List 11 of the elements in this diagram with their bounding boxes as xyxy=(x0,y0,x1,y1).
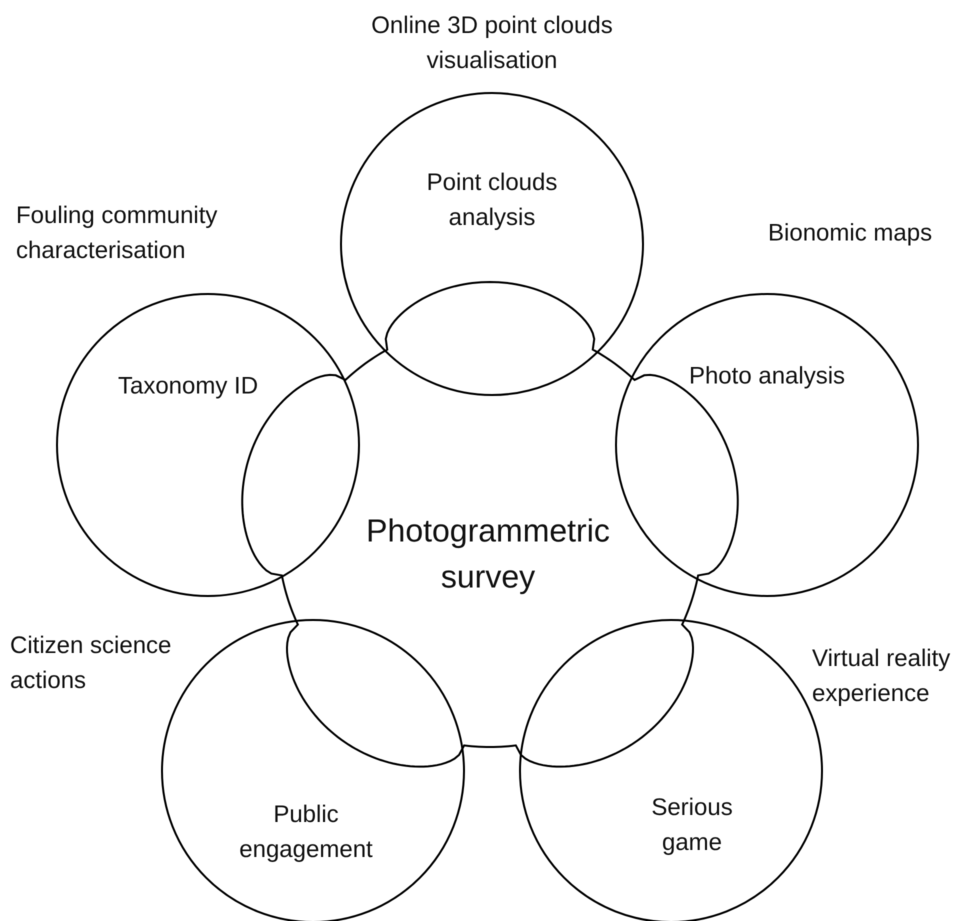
node-label: Photo analysis xyxy=(688,362,846,392)
node-label: Photogrammetric survey xyxy=(365,512,611,597)
node-caption: Citizen science actions xyxy=(10,631,172,696)
node-label: Serious game xyxy=(650,793,734,858)
node-caption: Bionomic maps xyxy=(768,218,934,249)
node-label: Public engagement xyxy=(238,800,374,865)
node-caption: Fouling community characterisation xyxy=(16,201,218,266)
node-label: Taxonomy ID xyxy=(116,372,260,402)
node-caption: Online 3D point clouds visualisation xyxy=(370,11,614,76)
node-caption: Virtual reality experience xyxy=(812,644,952,709)
node-label: Point clouds analysis xyxy=(426,168,558,233)
